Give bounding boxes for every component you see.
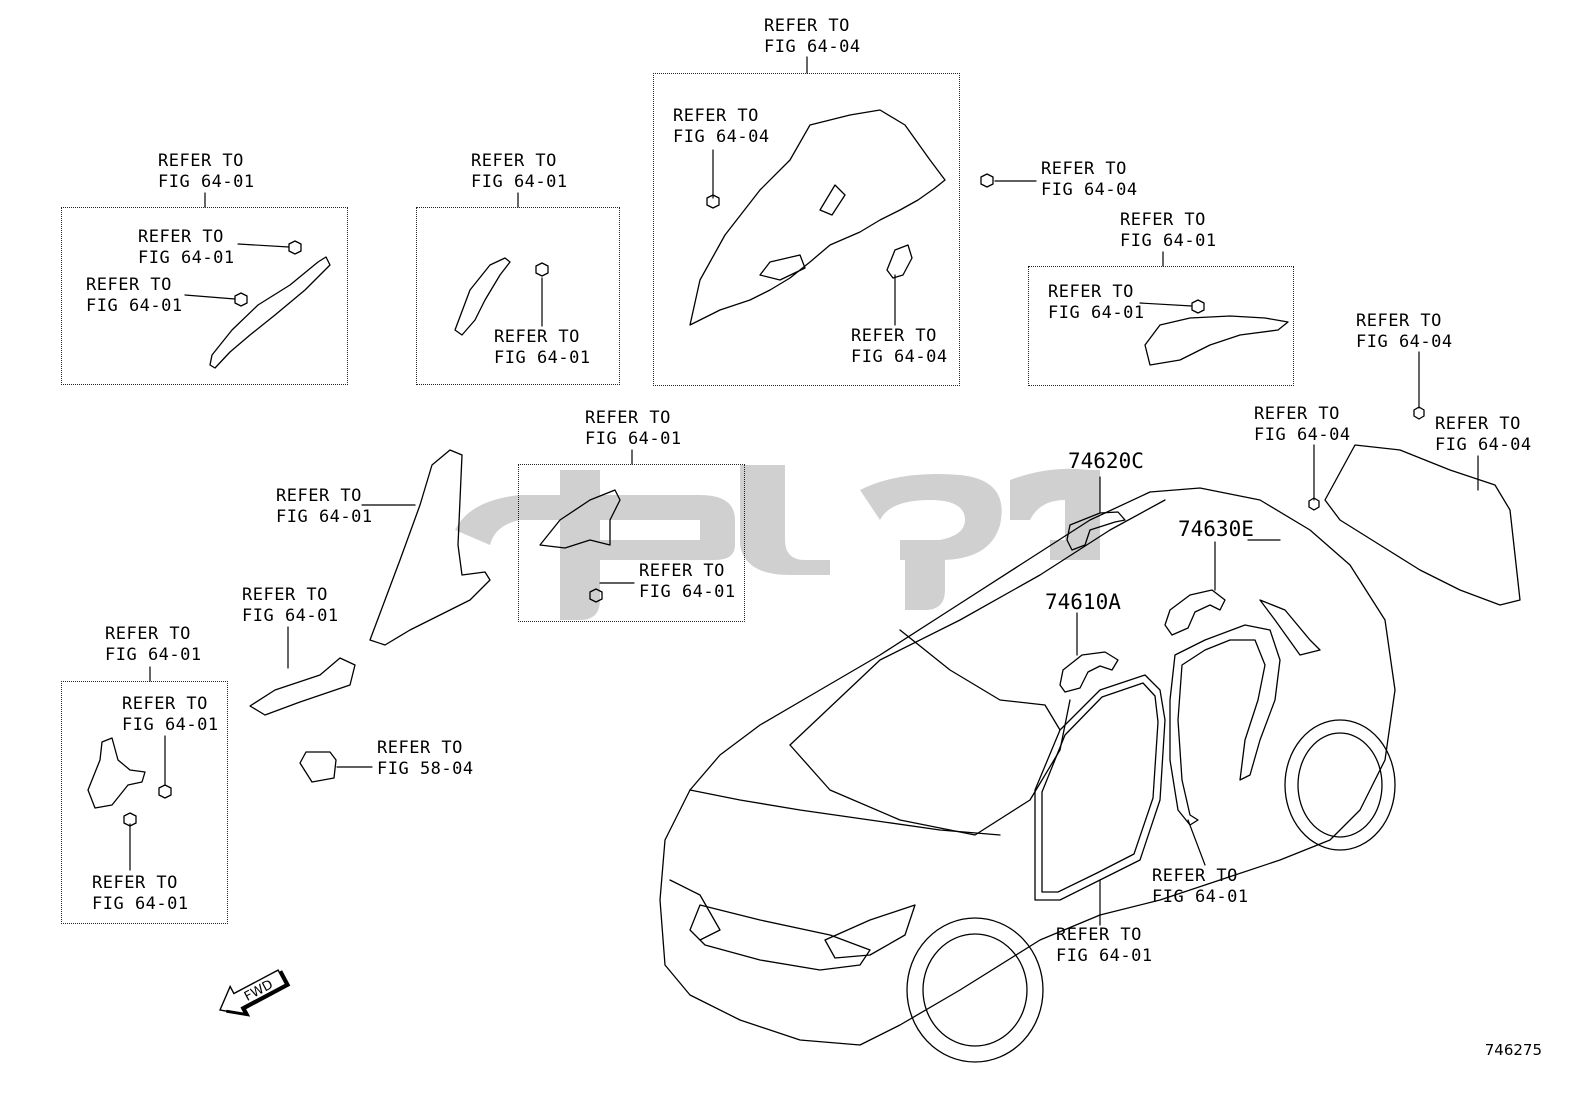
refer-label[interactable]: REFER TO FIG 64-01 — [494, 327, 591, 368]
cowl-side-trim — [87, 737, 146, 809]
clip-fastener — [234, 292, 248, 307]
assist-grip-74620c — [1066, 511, 1126, 551]
refer-label[interactable]: REFER TO FIG 64-01 — [242, 585, 339, 626]
refer-label[interactable]: REFER TO FIG 64-04 — [1435, 414, 1532, 455]
pillar-garnish-strip — [209, 256, 331, 369]
watermark-logo — [455, 465, 1100, 620]
front-door-weatherstrip-inner — [1041, 682, 1159, 893]
front-scuff-plate — [249, 657, 356, 716]
quarter-trim-panel — [689, 109, 946, 326]
clip-fastener — [1413, 406, 1425, 420]
clip-fastener — [535, 262, 549, 277]
refer-label[interactable]: REFER TO FIG 64-01 — [86, 275, 183, 316]
quarter-trim-detail — [819, 184, 846, 216]
refer-label[interactable]: REFER TO FIG 64-04 — [673, 106, 770, 147]
refer-label[interactable]: REFER TO FIG 64-01 — [1056, 925, 1153, 966]
center-pillar-upper-trim — [369, 449, 491, 646]
refer-label[interactable]: REFER TO FIG 64-01 — [122, 694, 219, 735]
refer-label[interactable]: REFER TO FIG 64-01 — [158, 151, 255, 192]
refer-label[interactable]: REFER TO FIG 64-01 — [585, 408, 682, 449]
refer-label[interactable]: REFER TO FIG 64-01 — [639, 561, 736, 602]
inset-box-center-pillar — [518, 464, 745, 622]
part-number-74610a[interactable]: 74610A — [1045, 590, 1121, 614]
inset-box-a-pillar — [61, 207, 348, 385]
inset-box-deck-trim — [1028, 266, 1294, 386]
refer-label[interactable]: REFER TO FIG 64-04 — [1356, 311, 1453, 352]
assist-grip-74610a — [1059, 651, 1119, 693]
refer-label[interactable]: REFER TO FIG 58-04 — [377, 738, 474, 779]
rear-lower-trim — [1324, 444, 1521, 606]
refer-label[interactable]: REFER TO FIG 64-04 — [1254, 404, 1351, 445]
figure-id: 746275 — [1484, 1041, 1542, 1059]
assist-grip-74630e — [1164, 589, 1226, 636]
clip-fastener — [123, 812, 137, 827]
center-pillar-lower-trim — [539, 489, 621, 549]
vehicle-outline — [659, 487, 1396, 1063]
refer-label[interactable]: REFER TO FIG 64-01 — [471, 151, 568, 192]
inset-box-pillar-trim — [416, 207, 620, 385]
refer-label[interactable]: REFER TO FIG 64-01 — [276, 486, 373, 527]
part-number-74630e[interactable]: 74630E — [1178, 517, 1254, 541]
door-switch — [299, 751, 337, 783]
refer-label[interactable]: REFER TO FIG 64-04 — [1041, 159, 1138, 200]
rear-door-weatherstrip — [1169, 624, 1281, 826]
part-number-74620c[interactable]: 74620C — [1068, 449, 1144, 473]
refer-label[interactable]: REFER TO FIG 64-01 — [92, 873, 189, 914]
inset-box-quarter-trim — [653, 73, 960, 386]
refer-label[interactable]: REFER TO FIG 64-01 — [1048, 282, 1145, 323]
quarter-trim-cover — [886, 244, 913, 279]
pillar-trim — [454, 257, 511, 336]
inset-box-cowl-trim — [61, 681, 228, 924]
fwd-arrow-icon: FWD — [219, 969, 291, 1017]
refer-label[interactable]: REFER TO FIG 64-01 — [105, 624, 202, 665]
refer-label[interactable]: REFER TO FIG 64-01 — [138, 227, 235, 268]
refer-label[interactable]: REFER TO FIG 64-04 — [851, 326, 948, 367]
refer-label[interactable]: REFER TO FIG 64-01 — [1152, 866, 1249, 907]
leader-lines — [129, 56, 1479, 926]
clip-fastener — [589, 588, 603, 603]
refer-label[interactable]: REFER TO FIG 64-04 — [764, 16, 861, 57]
clip-fastener — [980, 173, 994, 188]
clip-fastener — [1191, 299, 1205, 314]
refer-label[interactable]: REFER TO FIG 64-01 — [1120, 210, 1217, 251]
quarter-trim-pocket — [759, 254, 806, 281]
front-door-weatherstrip — [1034, 674, 1166, 901]
clip-fastener — [288, 240, 302, 255]
deck-side-trim — [1144, 315, 1289, 366]
